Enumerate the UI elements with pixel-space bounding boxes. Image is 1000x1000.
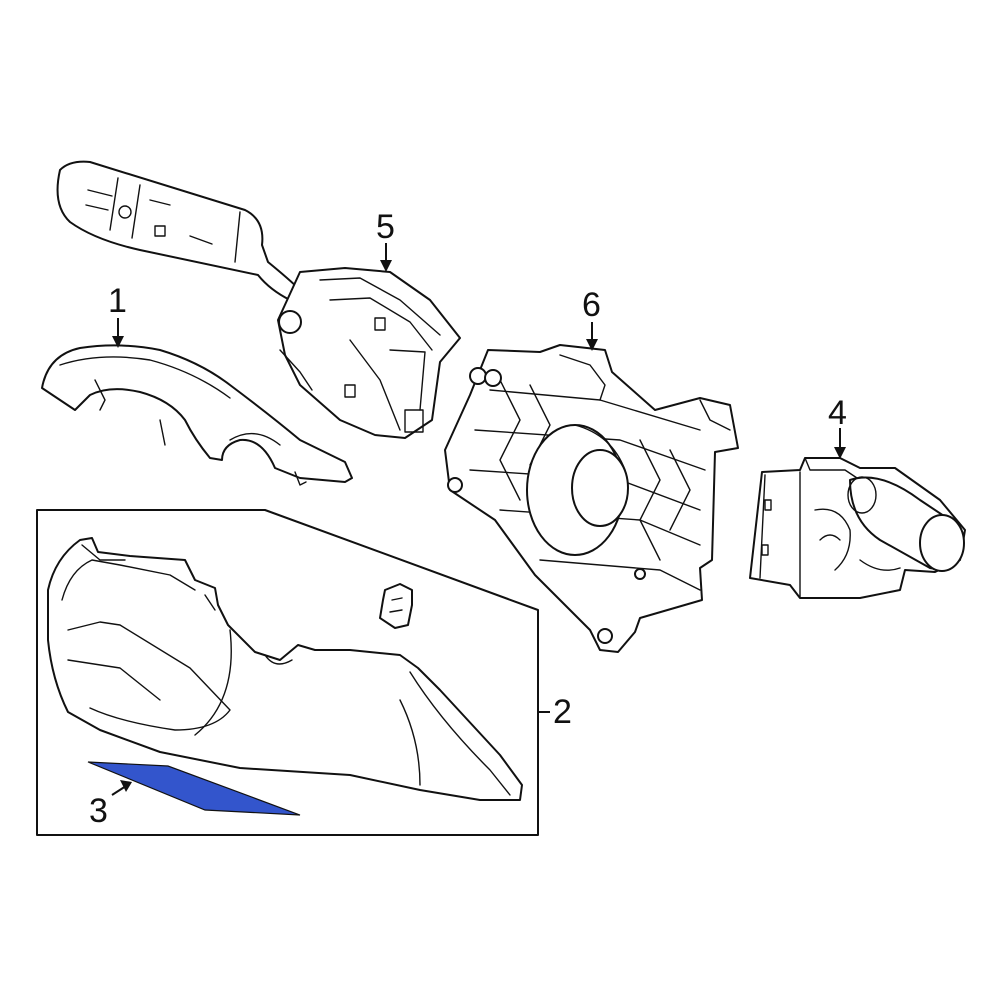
part-3-highlighted-panel[interactable] [87, 761, 301, 816]
part-2-lower-column-cover[interactable] [47, 537, 523, 801]
callout-5: 5 [376, 208, 395, 246]
callout-leaders [111, 243, 846, 796]
callout-4: 4 [828, 394, 847, 432]
callout-1: 1 [108, 282, 127, 320]
part-1-upper-column-cover[interactable] [41, 344, 353, 486]
callout-6: 6 [582, 286, 601, 324]
callout-3: 3 [89, 792, 108, 830]
callout-2: 2 [553, 693, 572, 731]
part-4-wiper-switch[interactable] [749, 457, 966, 599]
part-5-turn-signal-switch[interactable] [56, 160, 461, 439]
part-6-column-bracket[interactable] [444, 344, 739, 653]
